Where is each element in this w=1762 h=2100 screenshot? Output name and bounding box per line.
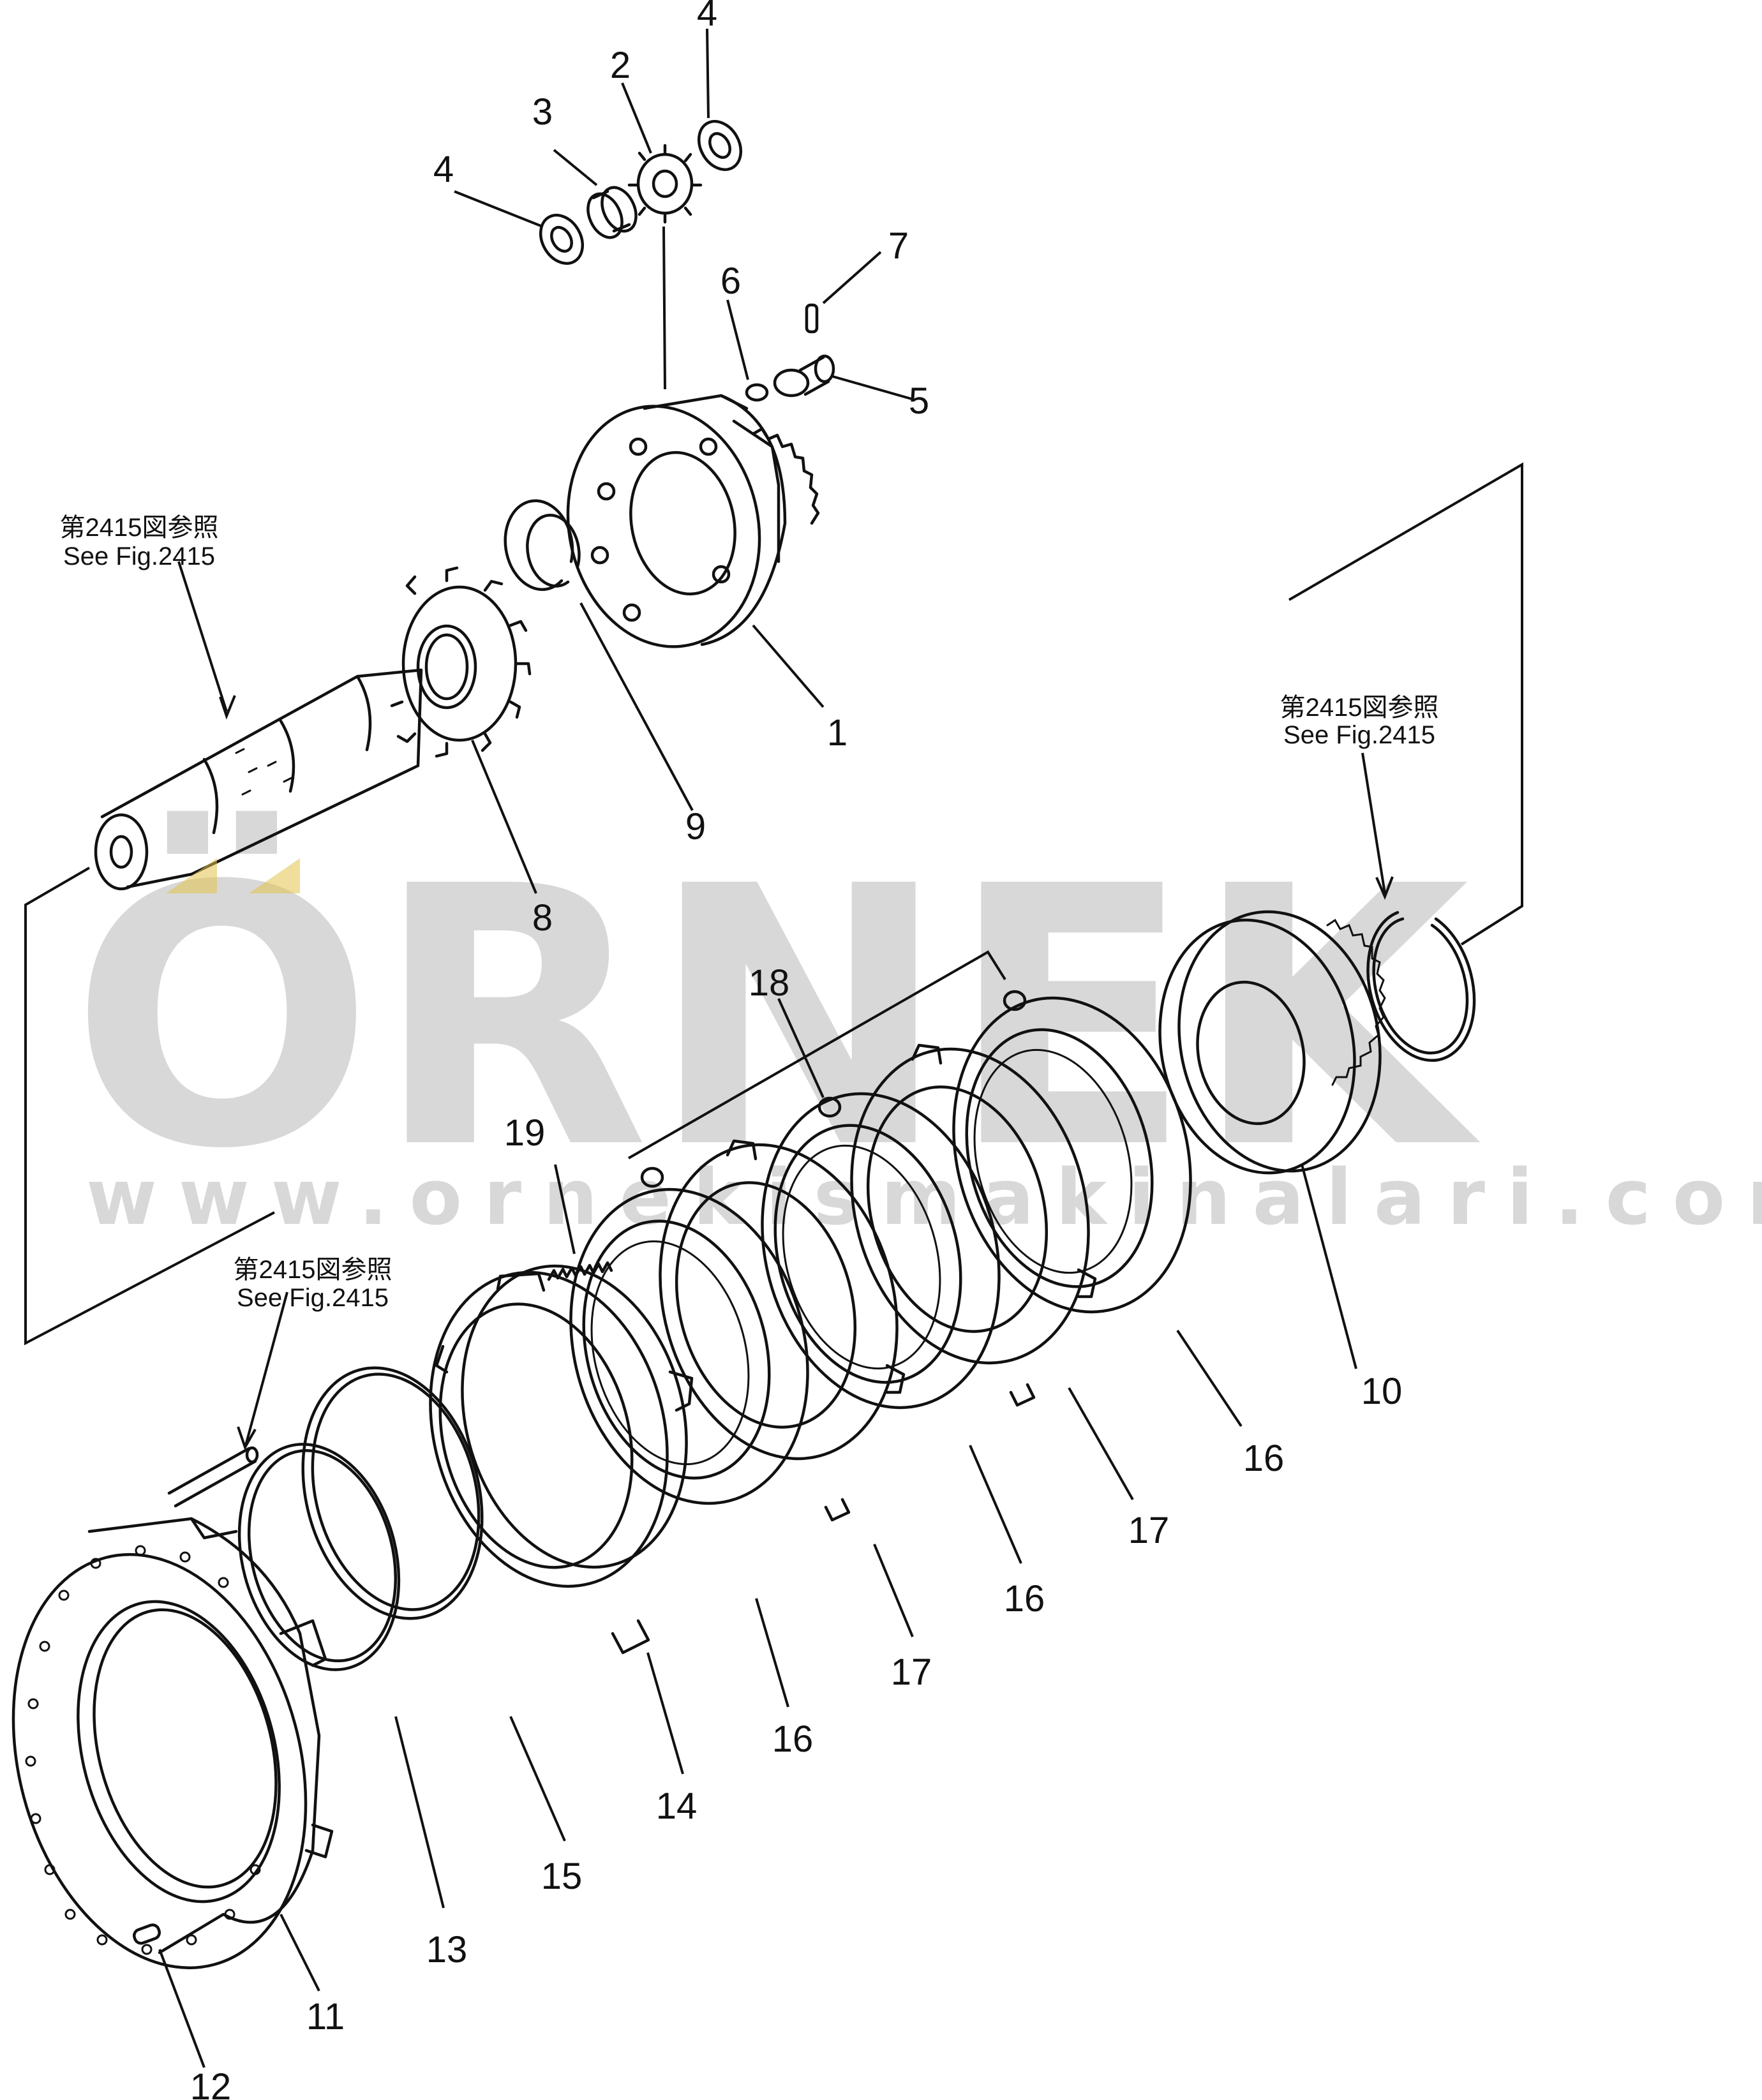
callout-16: 16: [772, 1718, 814, 1760]
reference-en: See Fig.2415: [1283, 721, 1435, 749]
callout-numbers: 1 2 3 4 4 5 6 7 8 9 10 11 12 13 14 15 16…: [190, 0, 1403, 2100]
part-4-lower-washer: [539, 214, 585, 265]
part-5-sleeve: [773, 354, 835, 398]
watermark-accent: [166, 858, 300, 893]
part-9-snap-ring: [504, 499, 581, 591]
part-16-disc-front: [569, 1188, 809, 1505]
dowel-pin: [167, 1446, 259, 1508]
callout-3: 3: [532, 91, 553, 133]
part-1-planet-carrier: [566, 394, 820, 648]
callout-18: 18: [749, 962, 790, 1004]
callout-4: 4: [433, 149, 454, 190]
callout-1: 1: [827, 712, 847, 754]
part-6-ball: [745, 383, 769, 402]
callout-17: 17: [1128, 1510, 1170, 1551]
callout-17: 17: [891, 1651, 932, 1693]
part-19-spring: [547, 1261, 613, 1281]
callout-13: 13: [426, 1929, 468, 1970]
part-11-housing: [11, 1517, 334, 1970]
callout-11: 11: [306, 1996, 345, 2037]
assembly-lines: [24, 462, 1523, 1346]
callout-15: 15: [541, 1856, 583, 1897]
reference-en: See Fig.2415: [237, 1284, 389, 1312]
part-12-pin: [133, 1923, 161, 1945]
callout-19: 19: [504, 1112, 546, 1154]
part-14-piston: [429, 1264, 694, 1655]
callout-16: 16: [1243, 1438, 1285, 1479]
part-8-gear: [390, 566, 532, 758]
watermark: ÖRNEK www.ornekismakinalari.com.tr: [70, 807, 1762, 1242]
callout-10: 10: [1361, 1371, 1403, 1412]
part-2-small-gear: [627, 144, 703, 224]
callout-6: 6: [720, 260, 741, 302]
reference-jp: 第2415図参照: [1280, 694, 1439, 722]
reference-jp: 第2415図参照: [60, 514, 219, 542]
callout-5: 5: [909, 380, 929, 422]
part-10-hub-gear: [1158, 910, 1386, 1175]
reference-jp: 第2415図参照: [234, 1256, 392, 1284]
part-18-ring: [640, 990, 1027, 1188]
part-3-needle-bearing: [586, 186, 638, 239]
callout-12: 12: [190, 2066, 232, 2100]
figure-reference-shaft: 第2415図参照 See Fig.2415: [60, 514, 219, 570]
leader-lines: [158, 28, 1394, 2068]
snap-ring-large: [1366, 911, 1476, 1062]
figure-reference-pin: 第2415図参照 See Fig.2415: [234, 1256, 392, 1312]
part-17-plate-front: [659, 1139, 906, 1522]
part-4-upper-washer: [697, 120, 743, 171]
callout-7: 7: [888, 225, 909, 267]
callout-2: 2: [610, 45, 631, 86]
part-7-pin: [805, 303, 819, 334]
callout-8: 8: [532, 897, 553, 939]
part-15-o-ring: [301, 1366, 484, 1620]
part-13-o-ring: [237, 1443, 401, 1671]
callout-9: 9: [685, 806, 706, 847]
reference-en: See Fig.2415: [63, 542, 215, 570]
callout-4: 4: [697, 0, 717, 34]
callout-16: 16: [1004, 1578, 1045, 1620]
housing-bolt-holes: [25, 1545, 261, 1955]
callout-14: 14: [656, 1785, 698, 1827]
figure-reference-ring: 第2415図参照 See Fig.2415: [1280, 694, 1439, 749]
shaft: [94, 668, 423, 891]
